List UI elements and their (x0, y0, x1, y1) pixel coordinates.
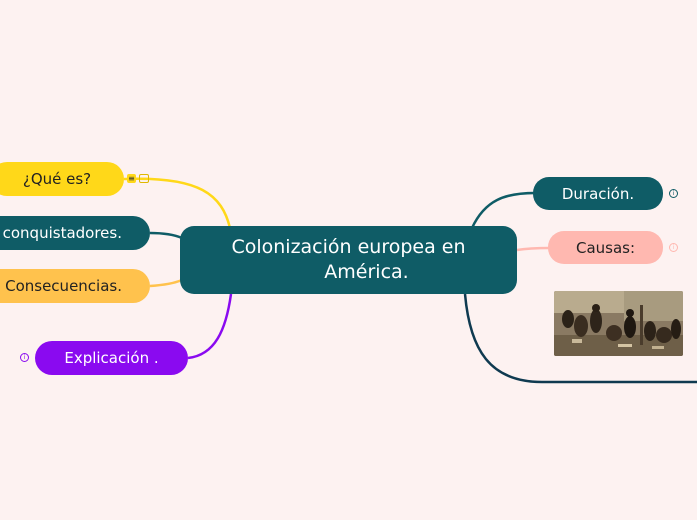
historical-illustration-image[interactable] (554, 291, 683, 356)
connector-duracion (470, 191, 536, 229)
node-conquistadores-label: conquistadores. (2, 224, 122, 242)
node-duracion[interactable]: Duración. (533, 177, 663, 210)
connector-explicacion (187, 293, 233, 360)
node-causas[interactable]: Causas: (548, 231, 663, 264)
node-duracion-label: Duración. (561, 184, 635, 203)
node-explicacion-label: Explicación . (64, 349, 159, 367)
note-icon[interactable]: ≡ (127, 174, 136, 183)
node-explicacion[interactable]: Explicación . (35, 341, 188, 375)
node-conquistadores[interactable]: conquistadores. (0, 216, 150, 250)
historical-illustration-drawing (554, 291, 683, 356)
info-icon[interactable]: i (20, 353, 29, 362)
connector-que-es (123, 177, 232, 229)
central-topic-line2: América. (324, 261, 409, 283)
info-icon[interactable]: i (669, 243, 678, 252)
node-consecuencias-label: Consecuencias. (5, 277, 122, 295)
node-que-es[interactable]: ¿Qué es? (0, 162, 124, 196)
connector-conquistadores (149, 231, 183, 240)
node-consecuencias[interactable]: Consecuencias. (0, 269, 150, 303)
connector-consecuencias (149, 278, 183, 288)
node-que-es-label: ¿Qué es? (22, 170, 92, 188)
central-topic[interactable]: Colonización europea en América. (180, 226, 517, 294)
attachment-icon[interactable] (139, 174, 149, 183)
central-topic-line1: Colonización europea en (231, 236, 466, 258)
connector-causas (516, 246, 550, 252)
connector-image-branch (463, 293, 697, 384)
info-icon[interactable]: i (669, 189, 678, 198)
node-causas-label: Causas: (575, 238, 636, 257)
